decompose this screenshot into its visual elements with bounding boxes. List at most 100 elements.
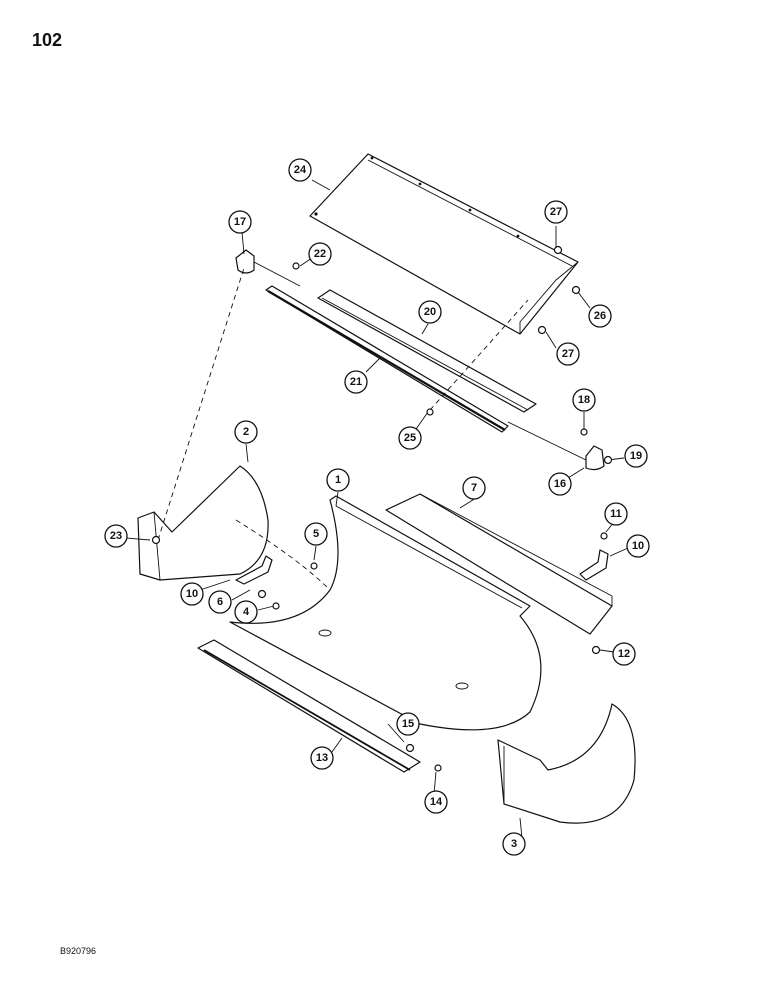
fasteners <box>151 245 613 772</box>
callout-circle <box>208 590 232 614</box>
callout-3: 3 <box>502 832 526 856</box>
callout-13: 13 <box>310 746 334 770</box>
callout-circle <box>462 476 486 500</box>
callout-circle <box>234 600 258 624</box>
callout-25: 25 <box>398 426 422 450</box>
callout-label: 13 <box>316 752 328 764</box>
callout-circle <box>396 712 420 736</box>
callout-label: 22 <box>314 248 326 260</box>
callout-label: 1 <box>335 474 341 486</box>
alignment-line-center <box>429 299 529 411</box>
leader-lines <box>125 179 629 839</box>
callout-circle <box>228 210 252 234</box>
left-end-bracket <box>235 249 301 287</box>
callout-label: 20 <box>424 306 436 318</box>
right-curved-shield <box>497 703 636 824</box>
callout-18: 18 <box>572 388 596 412</box>
callout-circle <box>310 746 334 770</box>
alignment-line-left <box>157 267 245 541</box>
callout-circle <box>626 534 650 558</box>
callout-circle <box>344 370 368 394</box>
callout-circle <box>104 524 128 548</box>
channel-strip <box>317 289 537 413</box>
callout-24: 24 <box>288 158 312 182</box>
callout-label: 5 <box>313 528 319 540</box>
callout-label: 2 <box>243 426 249 438</box>
callout-label: 18 <box>578 394 590 406</box>
callout-circle <box>424 790 448 814</box>
callout-label: 3 <box>511 838 517 850</box>
callout-circle <box>288 158 312 182</box>
callout-circle <box>624 444 648 468</box>
callout-label: 19 <box>630 450 642 462</box>
callout-circle <box>612 642 636 666</box>
callout-27: 27 <box>544 200 568 224</box>
callout-circle <box>502 832 526 856</box>
main-curved-cover <box>229 495 542 731</box>
callout-circle <box>304 522 328 546</box>
callout-circle <box>308 242 332 266</box>
callout-circle <box>572 388 596 412</box>
callout-circle <box>326 468 350 492</box>
callout-circle <box>398 426 422 450</box>
callout-circle <box>180 582 204 606</box>
callout-20: 20 <box>418 300 442 324</box>
small-bracket-left <box>235 555 273 585</box>
callout-17: 17 <box>228 210 252 234</box>
callout-label: 23 <box>110 530 122 542</box>
callout-label: 24 <box>294 164 307 176</box>
callout-label: 26 <box>594 310 606 322</box>
callout-label: 15 <box>402 718 414 730</box>
callout-label: 27 <box>562 348 574 360</box>
callout-circle <box>556 342 580 366</box>
callout-16: 16 <box>548 472 572 496</box>
callout-14: 14 <box>424 790 448 814</box>
callout-2: 2 <box>234 420 258 444</box>
callout-7: 7 <box>462 476 486 500</box>
callout-22: 22 <box>308 242 332 266</box>
callout-23: 23 <box>104 524 128 548</box>
callout-circle <box>418 300 442 324</box>
figure-code: B920796 <box>60 946 97 956</box>
callout-circle <box>604 502 628 526</box>
callout-10: 10 <box>180 582 204 606</box>
callout-circle <box>544 200 568 224</box>
callout-27: 27 <box>556 342 580 366</box>
callout-1: 1 <box>326 468 350 492</box>
right-end-bracket <box>507 421 605 471</box>
callout-15: 15 <box>396 712 420 736</box>
left-curved-shield <box>137 465 269 581</box>
callouts: 1234567101011121314151617181920212223242… <box>104 158 650 856</box>
callout-label: 14 <box>430 796 443 808</box>
small-bracket-right <box>579 549 609 581</box>
callout-label: 17 <box>234 216 246 228</box>
callout-4: 4 <box>234 600 258 624</box>
callout-21: 21 <box>344 370 368 394</box>
callout-label: 12 <box>618 648 630 660</box>
callout-label: 25 <box>404 432 416 444</box>
callout-circle <box>588 304 612 328</box>
page-number: 102 <box>32 30 63 50</box>
callout-label: 6 <box>217 596 223 608</box>
callout-11: 11 <box>604 502 628 526</box>
callout-label: 4 <box>243 606 250 618</box>
callout-19: 19 <box>624 444 648 468</box>
seal-strip <box>265 285 509 433</box>
callout-label: 7 <box>471 482 477 494</box>
callout-12: 12 <box>612 642 636 666</box>
callout-6: 6 <box>208 590 232 614</box>
callout-label: 10 <box>632 540 644 552</box>
callout-label: 27 <box>550 206 562 218</box>
callout-label: 16 <box>554 478 566 490</box>
callout-circle <box>234 420 258 444</box>
callout-10: 10 <box>626 534 650 558</box>
callout-circle <box>548 472 572 496</box>
callout-5: 5 <box>304 522 328 546</box>
callout-label: 21 <box>350 376 362 388</box>
lower-angle-rail <box>197 639 421 773</box>
upper-angle-bracket <box>385 493 613 635</box>
callout-label: 11 <box>610 508 622 520</box>
callout-26: 26 <box>588 304 612 328</box>
callout-label: 10 <box>186 588 198 600</box>
